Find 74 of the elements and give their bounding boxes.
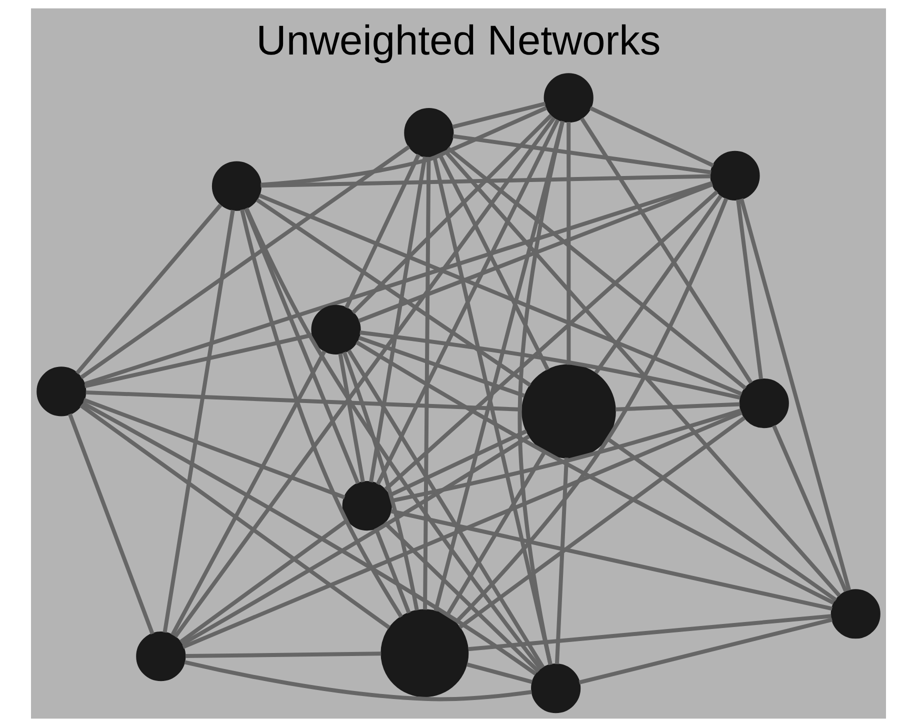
connector: [79, 404, 390, 630]
node-circle: [710, 150, 760, 200]
node-circle: [404, 108, 454, 158]
connector: [244, 208, 360, 484]
connector: [81, 401, 536, 676]
connector: [458, 416, 745, 629]
connector: [454, 198, 728, 624]
connector: [368, 156, 426, 482]
connector: [75, 204, 222, 374]
connector: [180, 434, 530, 646]
connector: [554, 458, 568, 664]
connector: [170, 350, 326, 636]
connector: [422, 156, 430, 610]
node-circle: [380, 609, 468, 698]
connector: [338, 353, 364, 482]
node-circle: [36, 366, 86, 416]
connector: [433, 120, 564, 612]
connector: [468, 614, 831, 652]
connector: [578, 618, 832, 684]
connector: [444, 450, 546, 617]
node-circle: [136, 632, 186, 682]
connector: [443, 150, 840, 597]
connector: [84, 333, 312, 388]
connector: [517, 120, 564, 666]
connector: [346, 350, 544, 668]
connector: [466, 662, 532, 684]
connector: [438, 154, 550, 370]
connector: [82, 398, 345, 500]
connector: [355, 340, 834, 605]
connector: [258, 194, 742, 396]
connector: [68, 413, 154, 634]
connector: [452, 134, 711, 174]
connector: [566, 122, 570, 365]
node-circle: [342, 481, 392, 531]
connector: [84, 181, 712, 386]
connector: [359, 330, 740, 400]
node-circle: [530, 664, 580, 714]
connector: [244, 207, 542, 670]
connector: [358, 182, 713, 323]
connector: [373, 527, 410, 614]
connector: [182, 410, 742, 649]
connector: [589, 106, 714, 168]
node-circle: [543, 73, 593, 123]
connector: [382, 521, 540, 673]
connector: [162, 210, 234, 633]
connector: [358, 336, 525, 398]
connector: [580, 117, 752, 384]
connector: [184, 660, 532, 702]
connector: [594, 194, 722, 374]
connector: [240, 209, 402, 618]
connector: [184, 652, 381, 658]
connector: [342, 352, 418, 611]
connector: [738, 198, 851, 591]
node-circle: [211, 161, 262, 211]
connector: [736, 199, 762, 380]
connector: [173, 116, 556, 638]
node-circle: [738, 378, 788, 428]
connector: [384, 190, 718, 491]
node-circle: [521, 364, 616, 459]
connector: [375, 118, 560, 486]
diagram-title: Unweighted Networks: [256, 16, 660, 64]
connector: [344, 154, 420, 309]
connector: [351, 114, 552, 314]
connector: [80, 145, 410, 380]
connector: [446, 146, 746, 390]
connector: [452, 102, 546, 129]
node-circle: [830, 589, 880, 639]
connector: [255, 198, 531, 387]
connector: [772, 424, 848, 592]
connector: [614, 402, 740, 412]
node-circle: [310, 304, 360, 354]
connector: [179, 518, 348, 644]
connector: [260, 174, 710, 188]
connector: [390, 509, 832, 611]
